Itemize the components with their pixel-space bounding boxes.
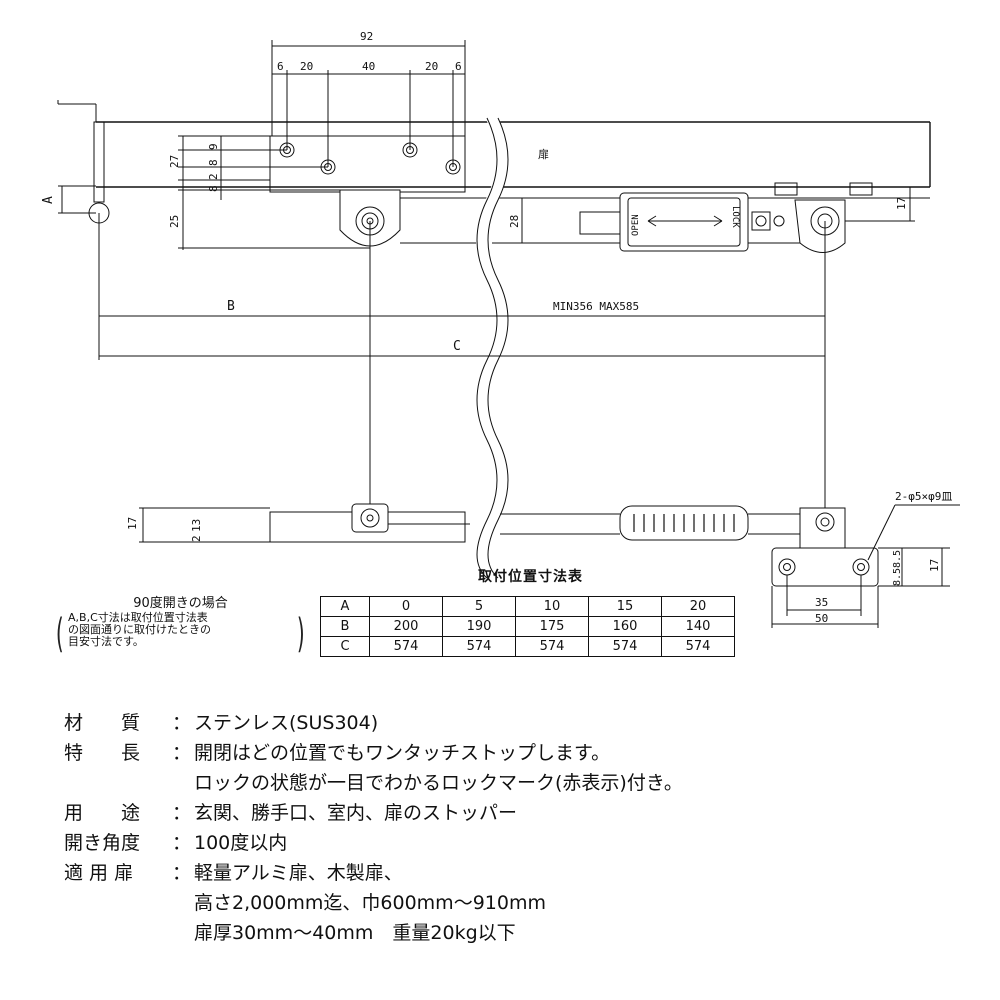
dim-13: 13 [190,519,203,532]
dim-9: 9 [207,143,220,150]
dim-20-right: 20 [425,60,438,73]
spec-label: 用 途 [64,802,141,824]
spec-use: 用 途 ： 玄関、勝手口、室内、扉のストッパー [64,798,683,828]
spec-value: ロックの状態が一目でわかるロックマーク(赤表示)付き。 [194,772,683,794]
spec-value: 扉厚30mm〜40mm 重量20kg以下 [194,922,516,944]
dim-8: 8 [207,159,220,166]
dim-6-left: 6 [277,60,284,73]
spec-value: 軽量アルミ扉、木製扉、 [194,862,403,884]
note-block: 90度開きの場合 A,B,C寸法は取付位置寸法表 の図面通りに取付けたときの 目… [58,596,303,648]
table-row: A 0 5 10 15 20 [320,596,735,617]
position-table: A 0 5 10 15 20 B 200 190 175 160 140 C 5… [320,596,735,657]
dim-25: 25 [168,215,181,228]
note-line: A,B,C寸法は取付位置寸法表 [68,611,208,624]
dim-40: 40 [362,60,375,73]
dim-20-left: 20 [300,60,313,73]
spec-label: 適 用 扉 [64,862,134,884]
table-cell: 10 [515,596,589,617]
lock-label: LOCK [730,206,740,228]
spec-door: 適 用 扉 ： 軽量アルミ扉、木製扉、 [64,858,683,888]
dim-35: 35 [815,596,828,609]
technical-drawing: 92 6 20 40 20 6 27 9 8 2 8 A 25 28 17 B … [41,30,960,628]
table-cell: 15 [588,596,662,617]
dim-17-bracket: 17 [928,559,941,572]
table-cell: 574 [588,636,662,657]
table-cell: A [320,596,370,617]
table-cell: C [320,636,370,657]
dim-2: 2 [207,173,220,180]
table-row: B 200 190 175 160 140 [320,616,735,637]
table-cell: 190 [442,616,516,637]
bracket [771,547,879,587]
dim-range: MIN356 MAX585 [553,300,639,313]
dim-c-label: C [453,339,461,354]
spec-value: 100度以内 [194,832,288,854]
spec-door-cont: 扉厚30mm〜40mm 重量20kg以下 [64,918,683,948]
dim-8-5b: 8.5 [892,568,903,586]
spec-value: 開閉はどの位置でもワンタッチストップします。 [194,742,611,764]
table-cell: B [320,616,370,637]
table-cell: 574 [369,636,443,657]
table-cell: 574 [515,636,589,657]
spec-value: 玄関、勝手口、室内、扉のストッパー [194,802,518,824]
spec-label: 開き角度 [64,832,141,854]
spec-list: 材 質 ： ステンレス(SUS304) 特 長 ： 開閉はどの位置でもワンタッチ… [64,708,683,948]
dim-a-label: A [41,196,56,204]
hole-spec: 2-φ5×φ9皿 [895,490,952,503]
table-cell: 160 [588,616,662,637]
spec-value: 高さ2,000mm迄、巾600mm〜910mm [194,892,546,914]
table-cell: 574 [661,636,735,657]
spec-feature-cont: ロックの状態が一目でわかるロックマーク(赤表示)付き。 [64,768,683,798]
table-cell: 175 [515,616,589,637]
table-cell: 200 [369,616,443,637]
spec-material: 材 質 ： ステンレス(SUS304) [64,708,683,738]
note-line: の図面通りに取付けたときの [68,623,211,636]
dim-2-bottom: 2 [190,535,203,542]
spec-door-cont: 高さ2,000mm迄、巾600mm〜910mm [64,888,683,918]
door-label: 扉 [538,148,549,161]
spec-angle: 開き角度 ： 100度以内 [64,828,683,858]
table-cell: 140 [661,616,735,637]
dim-28: 28 [508,215,521,228]
table-row: C 574 574 574 574 574 [320,636,735,657]
note-body: A,B,C寸法は取付位置寸法表 の図面通りに取付けたときの 目安寸法です。 [58,612,303,648]
spec-label: 材 質 [64,712,141,734]
break-line-left [476,117,498,579]
dim-8b: 8 [207,185,220,192]
spec-value: ステンレス(SUS304) [194,712,379,734]
dim-50: 50 [815,612,828,625]
dim-17-right: 17 [895,197,908,210]
dim-8-5a: 8.5 [892,550,903,568]
mounting-plate [269,135,466,193]
table-cell: 574 [442,636,516,657]
dim-6-right: 6 [455,60,462,73]
table-cell: 5 [442,596,516,617]
table-title: 取付位置寸法表 [478,569,583,585]
dim-17-bottom: 17 [126,517,139,530]
note-line: 目安寸法です。 [68,635,144,648]
note-title: 90度開きの場合 [133,596,228,611]
open-label: OPEN [631,214,641,236]
dim-b-label: B [227,299,235,314]
table-cell: 0 [369,596,443,617]
spec-feature: 特 長 ： 開閉はどの位置でもワンタッチストップします。 [64,738,683,768]
spec-label: 特 長 [64,742,141,764]
dim-27: 27 [168,155,181,168]
break-line-right [487,117,509,579]
dim-92: 92 [360,30,373,43]
table-cell: 20 [661,596,735,617]
